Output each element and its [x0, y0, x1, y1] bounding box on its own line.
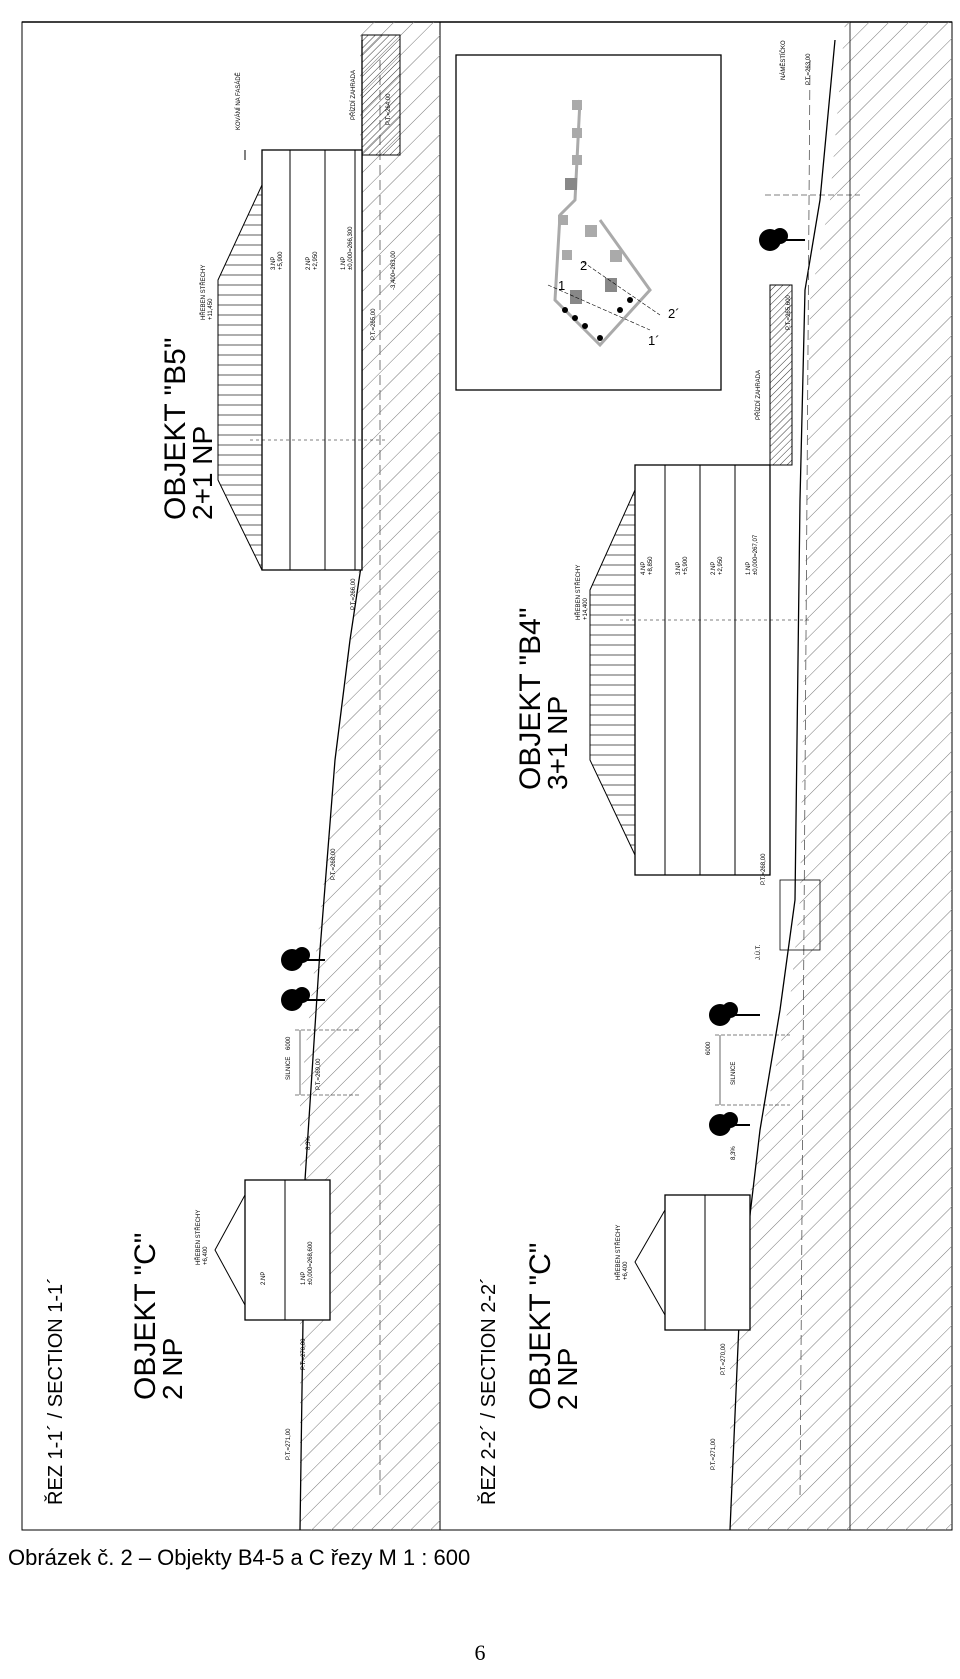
terrain-hatch-1 — [300, 22, 440, 1530]
label-floor-1np-b5: 1.NP±0,000=266,300 — [341, 226, 354, 270]
label-road-2: SILNICE — [731, 1062, 737, 1085]
object-c2-floors: 2 NP — [552, 1348, 583, 1410]
label-pt-265: P.T.=265,00 — [371, 308, 377, 340]
label-pt-270-2: P.T.=270,00 — [721, 1343, 727, 1375]
label-ridge-c2: HŘEBEN STŘECHY+6,400 — [614, 1225, 629, 1280]
keymap-label-2p: 2´ — [668, 306, 680, 321]
label-pt-264: P.T.=264,00 — [386, 93, 392, 125]
label-jut: J.Ú.T. — [755, 944, 762, 960]
tree-icon — [709, 228, 805, 1136]
label-floor-c1-2np: 2.NP — [261, 1272, 267, 1285]
keymap-label-1p: 1´ — [648, 333, 660, 348]
building-c-1 — [214, 1179, 331, 1321]
building-b4 — [589, 284, 821, 951]
page-number: 6 — [474, 1640, 486, 1665]
label-pt-265-2: P.T.=265,600 — [786, 295, 792, 330]
retaining-wall-2 — [769, 284, 793, 466]
section-2: 1 2 1´ 2´ — [455, 22, 952, 1531]
label-floor-2np-b4: 2.NP+2,950 — [711, 556, 724, 575]
label-slope-1: 8,3% — [306, 1136, 312, 1150]
terrain-hatch-2 — [730, 22, 952, 1530]
label-floor-3np-b4: 3.NP+5,900 — [676, 556, 689, 575]
label-ridge-b5: HŘEBEN STŘECHY+11,450 — [199, 265, 214, 320]
object-b4-name: OBJEKT "B4" — [514, 608, 547, 790]
label-pt-268: P.T.=268,00 — [331, 848, 337, 880]
section-drawing: OBJEKT "B5" 2+1 NP OBJEKT "C" 2 NP ŘEZ 1… — [21, 21, 953, 1531]
label-pt-263: P.T.=263,00 — [806, 53, 812, 85]
figure-caption: Obrázek č. 2 – Objekty B4-5 a C řezy M 1… — [8, 1545, 471, 1570]
section1-title: ŘEZ 1-1´ / SECTION 1-1´ — [44, 1277, 67, 1505]
section-1: OBJEKT "B5" 2+1 NP OBJEKT "C" 2 NP ŘEZ 1… — [44, 22, 440, 1531]
tree-icon — [281, 947, 325, 1011]
keymap-label-2: 2 — [580, 258, 587, 273]
label-floor-3np-b5: 3.NP+5,900 — [271, 251, 284, 270]
drawing-sheet: OBJEKT "B5" 2+1 NP OBJEKT "C" 2 NP ŘEZ 1… — [21, 21, 953, 1531]
label-ridge-b4: HŘEBEN STŘECHY+14,400 — [574, 565, 589, 620]
keymap-label-1: 1 — [558, 278, 565, 293]
label-pt-271-2: P.T.=271,00 — [711, 1438, 717, 1470]
label-fasade: KOVÁNÍ NA FASÁDĚ — [234, 72, 242, 130]
label-wall-1: PŘÍZDÍ ZAHRADA — [349, 70, 357, 120]
label-pt-269: P.T.=269,00 — [316, 1058, 322, 1090]
building-c-2 — [634, 1194, 751, 1331]
label-road-1: SILNICE — [286, 1057, 292, 1080]
object-c1-name: OBJEKT "C" — [129, 1233, 162, 1400]
label-ridge-c1: HŘEBEN STŘECHY+6,400 — [194, 1210, 209, 1265]
key-map: 1 2 1´ 2´ — [455, 54, 722, 391]
object-b4-floors: 3+1 NP — [542, 696, 573, 790]
retaining-wall-1 — [361, 34, 401, 156]
label-floor-c1-1np: 1.NP±0,000=268,600 — [301, 1241, 314, 1285]
building-b5 — [217, 34, 401, 571]
label-pt-268-2: P.T.=268,00 — [761, 853, 767, 885]
label-pt-266: P.T.=266,00 — [351, 578, 357, 610]
label-slope-2: 8,3% — [731, 1146, 737, 1160]
label-floor-2np-b5: 2.NP+2,950 — [306, 251, 319, 270]
label-pt-270: P.T.=270,00 — [301, 1338, 307, 1370]
label-level-neg: -3,400=263,00 — [391, 250, 397, 290]
object-b5-floors: 2+1 NP — [187, 426, 218, 520]
label-floor-1np-b4: 1.NP±0,000=267,07 — [746, 534, 759, 575]
label-road-width-1: 6000 — [286, 1036, 292, 1050]
section2-title: ŘEZ 2-2´ / SECTION 2-2´ — [477, 1277, 500, 1505]
object-c2-name: OBJEKT "C" — [524, 1243, 557, 1410]
label-wall-2: PŘÍZDÍ ZAHRADA — [754, 370, 762, 420]
object-b5-name: OBJEKT "B5" — [159, 338, 192, 520]
label-road-width-2: 6000 — [706, 1041, 712, 1055]
object-c1-floors: 2 NP — [157, 1338, 188, 1400]
label-floor-4np: 4.NP+8,850 — [641, 556, 654, 575]
label-pt-271: P.T.=271,00 — [286, 1428, 292, 1460]
label-square: NÁMĚSTÍČKO — [779, 40, 787, 80]
